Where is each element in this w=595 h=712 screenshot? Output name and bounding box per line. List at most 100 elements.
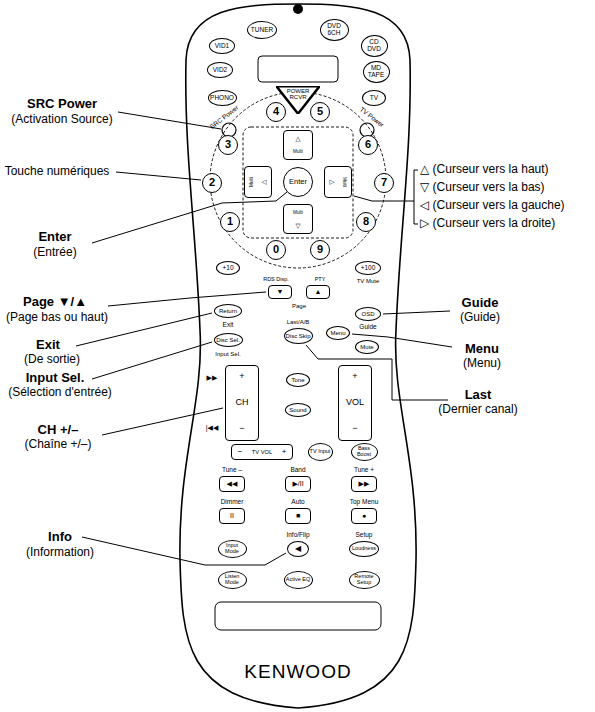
- round-button: 5: [310, 102, 330, 122]
- button-text: Multi: [250, 177, 255, 187]
- button-text: ▶/II: [292, 480, 303, 487]
- leader-line: [82, 537, 286, 565]
- button-label: PTY: [315, 276, 326, 282]
- button-label: |◀◀: [206, 424, 219, 432]
- button-text: ▲: [315, 288, 322, 295]
- keypad-ring: [210, 92, 386, 268]
- round-button: 1: [220, 212, 240, 232]
- button-text: II: [230, 512, 234, 519]
- callout-label: (Sélection d'entrée): [8, 386, 112, 399]
- button-text: −: [239, 424, 244, 433]
- button-label: Page: [292, 303, 306, 310]
- button-text: ◁: [262, 179, 267, 186]
- button-text: TUNER: [251, 27, 273, 34]
- round-button: 6: [358, 135, 378, 155]
- button-label: Top Menu: [350, 498, 379, 505]
- callout-label: (Activation Source): [11, 113, 112, 126]
- remote-button: △ Multi: [283, 130, 313, 160]
- button-label: RDS Disp.: [263, 276, 289, 282]
- remote-button: −TV VOL+: [231, 444, 293, 460]
- button-text: 1: [227, 216, 233, 228]
- remote-button: TUNER: [247, 21, 277, 39]
- leader-line: [306, 345, 448, 400]
- button-text: Disc Skip: [286, 333, 311, 339]
- callout-label: (De sortie): [24, 353, 80, 366]
- button-text: Sound: [289, 407, 306, 413]
- button-label: Tune +: [354, 466, 374, 473]
- remote-button: PHONO: [208, 90, 237, 106]
- round-button: 4: [266, 102, 286, 122]
- callout-label: CH +/–: [38, 423, 79, 437]
- remote-button: Mute: [355, 340, 379, 354]
- button-text: POWER RCVR: [278, 88, 318, 101]
- remote-button: ▷Multi: [324, 166, 352, 198]
- button-text: 6: [365, 139, 371, 151]
- callout-label: Last: [465, 388, 492, 402]
- round-button: 9: [310, 240, 330, 260]
- remote-button: II: [219, 508, 245, 524]
- remote-button: +100: [355, 261, 381, 275]
- button-text: ■: [296, 512, 300, 519]
- leader-line: [92, 342, 212, 379]
- button-text: TV VOL: [252, 449, 272, 455]
- remote-button: OSD: [355, 307, 381, 321]
- callout-label: (Page bas ou haut): [6, 311, 108, 324]
- callout-label: Menu: [465, 342, 499, 356]
- remote-button: Menu: [326, 326, 350, 340]
- callout-label: SRC Power: [27, 97, 97, 111]
- remote-button: VID1: [209, 38, 235, 54]
- button-label: Info/Flip: [286, 531, 309, 538]
- leader-line: [92, 192, 287, 243]
- button-text: △: [296, 136, 301, 143]
- button-text: PHONO: [210, 95, 234, 102]
- button-text: Multi: [293, 150, 303, 155]
- button-text: −: [238, 448, 243, 456]
- remote-button: Listen Mode: [218, 571, 247, 589]
- button-text: Remote Setup: [351, 574, 378, 586]
- button-text: ◀◀: [227, 480, 238, 487]
- remote-button: + CH −: [225, 365, 259, 441]
- button-text: ▶▶: [359, 480, 370, 487]
- button-label: Band: [290, 466, 305, 473]
- remote-button: Input Mode: [218, 540, 247, 558]
- callout-label: (Menu): [463, 357, 501, 370]
- button-label: Guide: [359, 323, 376, 330]
- button-text: VOL: [346, 398, 364, 407]
- button-label: Exit: [223, 321, 234, 328]
- button-text: OSD: [361, 311, 374, 317]
- cursor-bracket: [414, 170, 418, 224]
- button-text: ▼: [277, 288, 284, 295]
- remote-button: Active EQ: [284, 571, 313, 589]
- button-text: CH: [236, 398, 249, 407]
- button-text: +: [239, 372, 244, 381]
- button-text: +10: [222, 265, 233, 272]
- button-label: Setup: [356, 531, 373, 538]
- round-button: 0: [266, 240, 286, 260]
- button-text: Loudness: [352, 546, 376, 552]
- callout-label: Info: [48, 530, 72, 544]
- button-text: MD TAPE: [365, 65, 388, 79]
- remote-body: [180, 4, 416, 708]
- button-label: TV Power: [359, 105, 386, 128]
- button-text: Input Mode: [220, 543, 245, 555]
- button-text: Disc Sel.: [216, 337, 240, 343]
- leader-line: [102, 408, 223, 435]
- button-text: Enter: [289, 178, 307, 186]
- callout-label: (Guide): [460, 311, 500, 324]
- button-text: VID2: [213, 67, 227, 74]
- round-button: Enter: [283, 167, 313, 197]
- cursor-frame: [243, 127, 353, 238]
- leader-line: [354, 196, 414, 201]
- remote-button: +10: [216, 261, 240, 275]
- callout-label: (Chaîne +/–): [24, 438, 91, 451]
- remote-button: TV Input: [308, 443, 333, 461]
- button-text: Listen Mode: [220, 574, 245, 586]
- callout-label: Touche numériques: [5, 165, 110, 178]
- callout-label: (Dernier canal): [438, 403, 517, 416]
- button-text: 2: [209, 177, 215, 189]
- button-text: 7: [381, 177, 387, 189]
- callout-label: (Entrée): [33, 246, 76, 259]
- button-text: Menu: [330, 330, 345, 336]
- round-button: 7: [374, 173, 394, 193]
